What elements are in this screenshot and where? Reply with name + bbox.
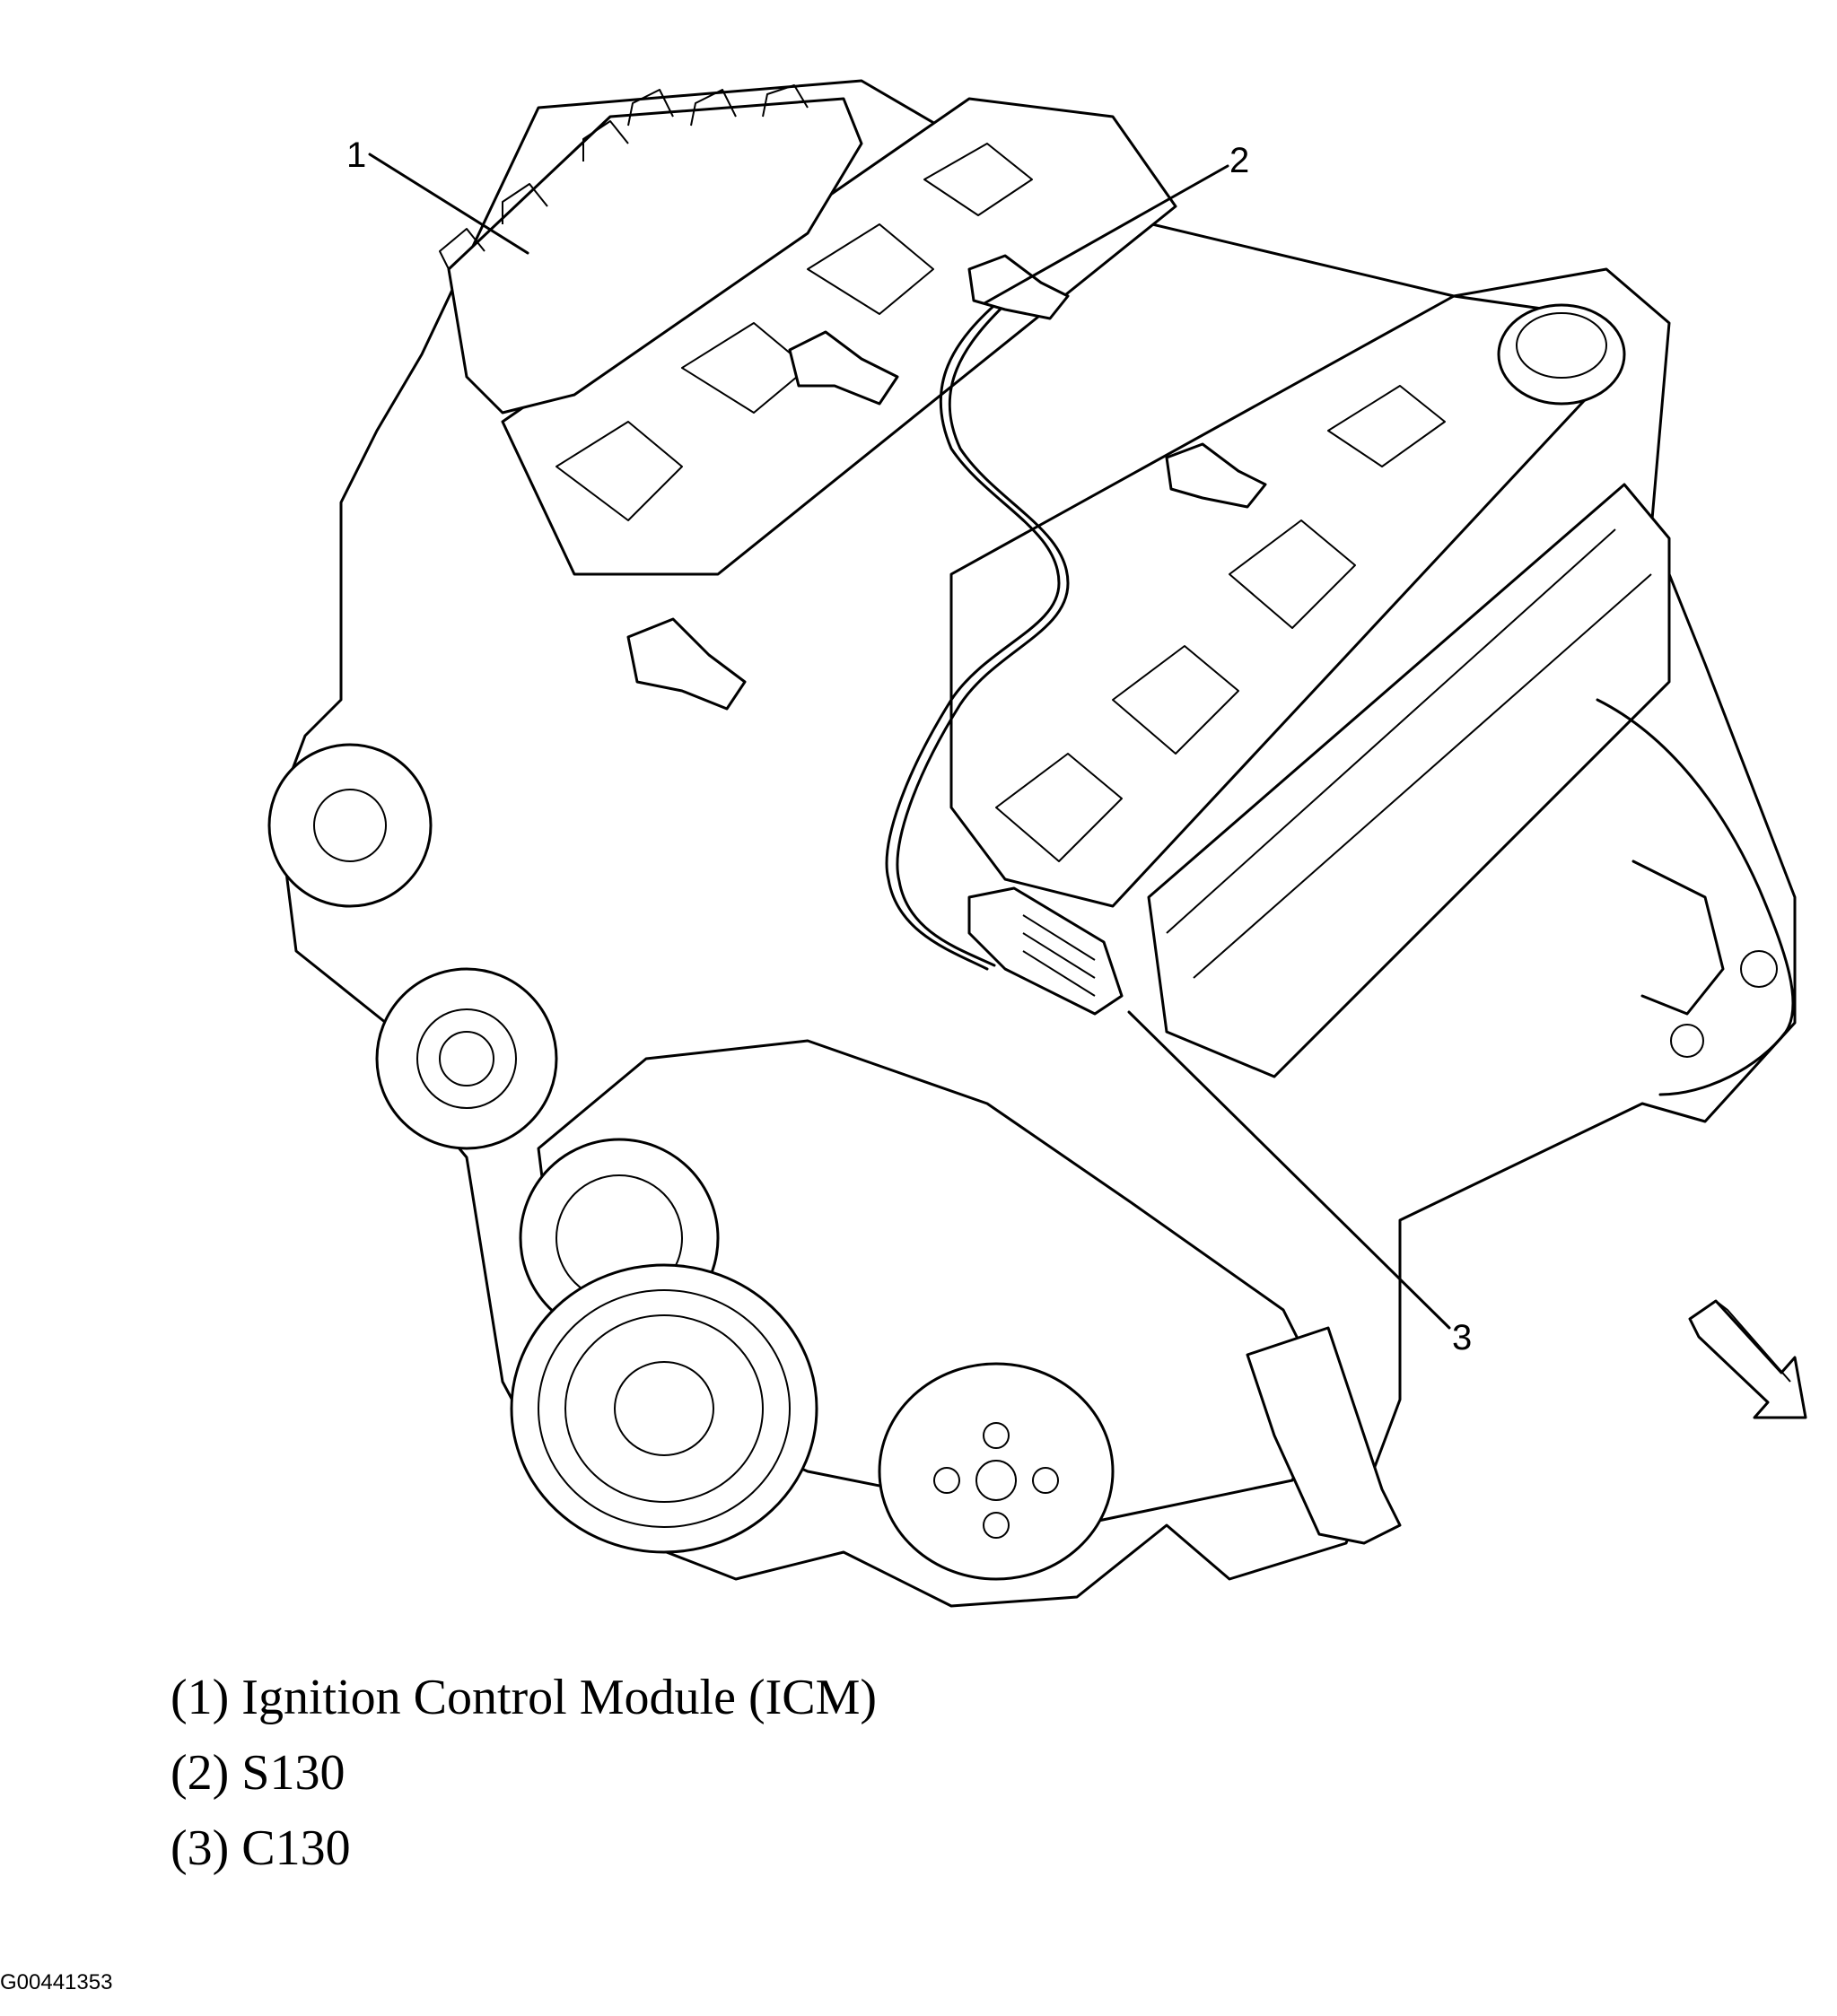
crankshaft-balancer (510, 1263, 818, 1554)
callout-leader-1 (368, 153, 529, 255)
legend-item-3: (3) C130 (171, 1820, 351, 1876)
front-direction-arrow-icon (1688, 1299, 1807, 1419)
callout-leader-3 (1127, 1010, 1451, 1330)
water-pump-pulley (878, 1362, 1115, 1581)
connector-c130 (967, 886, 1124, 1016)
idler-pulley-upper (267, 743, 433, 908)
injector-connectors (626, 254, 1267, 711)
ignition-control-module (447, 97, 863, 415)
legend-item-1: (1) Ignition Control Module (ICM) (171, 1670, 878, 1725)
intake-manifold-left (501, 97, 1177, 576)
callout-3: 3 (1452, 1318, 1472, 1357)
legend: (1) Ignition Control Module (ICM) (2) S1… (171, 1660, 877, 1886)
callout-2: 2 (1229, 141, 1249, 180)
legend-item-2: (2) S130 (171, 1745, 346, 1801)
exhaust-manifold (1596, 698, 1795, 1096)
callout-1: 1 (346, 135, 366, 175)
engine-outline (276, 79, 1797, 1608)
wiring-harness (885, 294, 1061, 971)
oil-filler-cap (1497, 303, 1626, 406)
valve-cover-right (1147, 483, 1671, 1078)
figure-id: G00441353 (0, 1970, 113, 1994)
engine-diagram: 1 2 3 (267, 79, 1807, 1608)
intake-manifold-right (949, 294, 1608, 908)
idler-pulley-middle (375, 967, 558, 1150)
callout-leader-2 (983, 164, 1229, 305)
coolant-outlet (1246, 1326, 1402, 1545)
